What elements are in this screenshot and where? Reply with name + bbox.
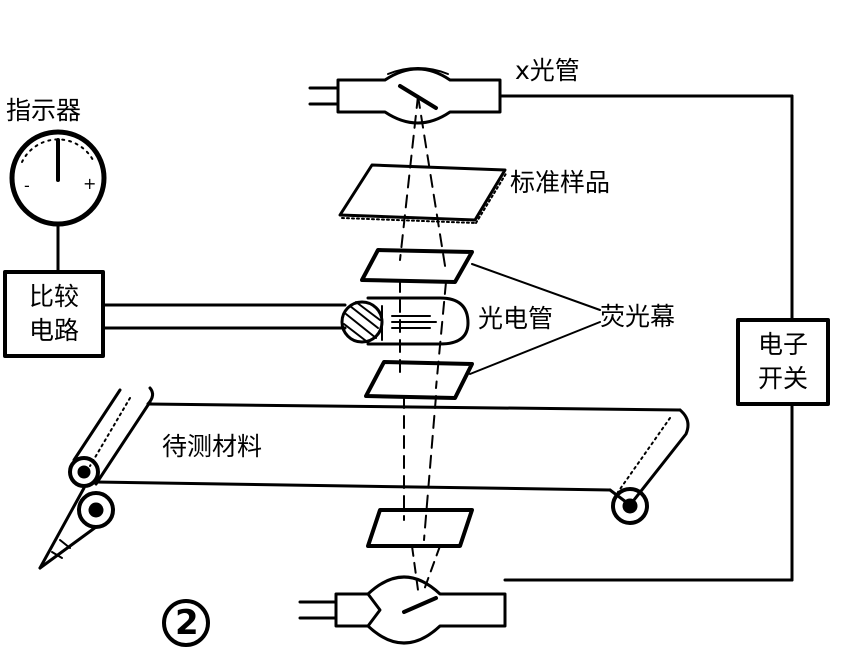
fluorescent-screen-bottom <box>366 508 474 548</box>
material-conveyor <box>72 386 690 507</box>
xray-tube-top <box>308 67 794 125</box>
roller-right <box>611 487 649 525</box>
comparison-circuit-box <box>3 270 105 358</box>
figure-number: 2 <box>175 603 199 643</box>
xray-tube-label: x光管 <box>515 56 580 85</box>
fluorescent-screen-label: 荧光幕 <box>600 302 676 331</box>
xray-beam-top <box>399 95 447 541</box>
material-under-test-label: 待测材料 <box>162 432 263 461</box>
signal-wires <box>101 303 347 330</box>
electronic-switch-box <box>736 318 830 406</box>
indicator-gauge <box>9 129 107 274</box>
indicator-label: 指示器 <box>6 96 82 125</box>
comparison-circuit-line1: 比较 <box>28 282 79 311</box>
gauge-plus-sign: + <box>83 174 97 193</box>
standard-sample-label: 标准样品 <box>510 168 611 197</box>
material-feed-tail <box>38 486 98 570</box>
screen-pointer-lines <box>469 263 601 375</box>
electronic-switch-line1: 电子 <box>757 330 808 359</box>
figure-number-circle <box>162 599 210 647</box>
roller-left-bottom <box>77 491 115 529</box>
fluorescent-screen-upper <box>360 248 474 284</box>
electronic-switch-line2: 开关 <box>757 364 808 393</box>
comparison-circuit-label: 比较 电路 <box>5 280 103 348</box>
switch-wiring <box>503 94 794 582</box>
electronic-switch-label: 电子 开关 <box>738 328 828 396</box>
roller-left-top <box>68 456 100 488</box>
fluorescent-screen-lower <box>364 360 474 400</box>
comparison-circuit-line2: 电路 <box>28 316 79 345</box>
phototube <box>340 296 470 346</box>
standard-sample <box>338 163 508 224</box>
phototube-label: 光电管 <box>478 304 554 333</box>
xray-tube-bottom <box>298 575 507 645</box>
gauge-minus-sign: - <box>24 176 30 195</box>
